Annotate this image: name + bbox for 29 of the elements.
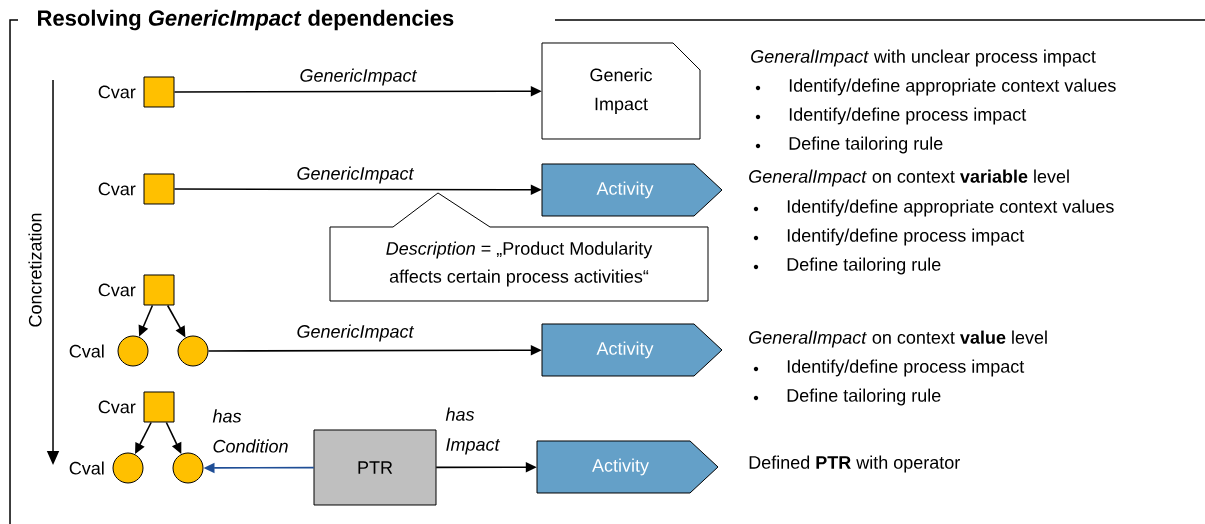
edge-label: has Condition bbox=[212, 409, 288, 453]
bullet-text: Identify/define appropriate context values bbox=[789, 78, 1116, 96]
bullet-text: Identify/define appropriate context values bbox=[787, 199, 1114, 217]
note-heading: GeneralImpact on context value level bbox=[749, 330, 1047, 348]
axis-label: Concretization bbox=[28, 213, 42, 327]
node-label: Cvar bbox=[98, 400, 136, 414]
bullet-text: Define tailoring rule bbox=[787, 257, 941, 275]
circle-symbol bbox=[177, 335, 209, 367]
bullet-text: Identify/define process impact bbox=[787, 228, 1025, 246]
note-heading: Defined PTR with operator bbox=[749, 455, 960, 473]
title: Resolving GenericImpact dependencies bbox=[38, 9, 454, 31]
edge-label: GenericImpact bbox=[297, 324, 415, 342]
bullet-text: Define tailoring rule bbox=[789, 136, 943, 154]
node-label: Cvar bbox=[98, 182, 136, 196]
edge-label: has Impact bbox=[445, 407, 501, 455]
process-box: PTR bbox=[313, 429, 437, 506]
bullet-text: Identify/define process impact bbox=[789, 107, 1027, 125]
bullet-text: Define tailoring rule bbox=[787, 388, 941, 406]
note-heading: GeneralImpact with unclear process impact bbox=[751, 49, 1096, 67]
node-label: Cval bbox=[69, 344, 104, 358]
node-label: Cvar bbox=[98, 85, 136, 99]
arrow bbox=[165, 421, 182, 454]
node-label: Cvar bbox=[98, 283, 136, 297]
edge-label: GenericImpact bbox=[297, 166, 415, 184]
bullet-text: Identify/define process impact bbox=[787, 359, 1025, 377]
node-label: Cval bbox=[69, 461, 104, 475]
edge-label: GenericImpact bbox=[300, 68, 418, 86]
note-heading: GeneralImpact on context variable level bbox=[749, 169, 1069, 187]
circle-symbol bbox=[172, 452, 204, 484]
